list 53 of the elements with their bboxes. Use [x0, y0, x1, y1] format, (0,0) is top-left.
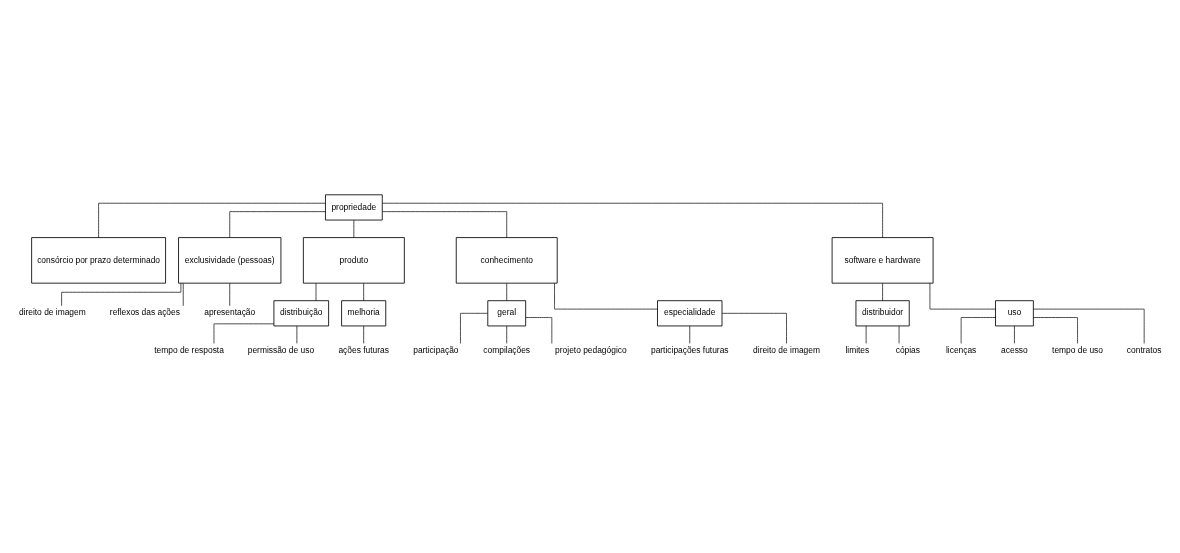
node-text: direito de imagem: [18, 307, 86, 318]
connector: [721, 312, 787, 344]
connector: [460, 312, 488, 344]
connector: [363, 325, 365, 344]
connector: [229, 211, 326, 238]
node-box: produto: [302, 237, 405, 284]
node-text: limites: [845, 345, 870, 356]
connector: [525, 317, 553, 344]
connector: [213, 323, 275, 344]
node-box: melhoria: [341, 300, 387, 327]
node-box: propriedade: [325, 194, 383, 221]
connector: [960, 317, 996, 344]
connector: [882, 283, 883, 301]
connector: [381, 202, 883, 238]
node-text: reflexos das ações: [109, 307, 180, 318]
node-text: apresentação: [204, 307, 256, 318]
node-text: tempo de resposta: [154, 345, 224, 356]
node-text: compilações: [483, 345, 531, 356]
node-text: tempo de uso: [1052, 345, 1104, 356]
connector: [182, 283, 184, 307]
node-text: participação: [413, 345, 459, 356]
connector: [353, 219, 355, 238]
node-box: exclusividade (pessoas): [178, 237, 282, 284]
connector: [229, 283, 231, 307]
node-box: consórcio por prazo determinado: [31, 237, 166, 284]
node-box: uso: [995, 300, 1034, 327]
connector: [98, 202, 326, 238]
connector: [929, 282, 996, 310]
node-text: cópias: [895, 345, 920, 356]
connector: [1033, 308, 1145, 344]
connector: [506, 325, 508, 344]
connector: [363, 283, 365, 301]
node-text: contratos: [1126, 345, 1162, 356]
connector: [382, 211, 508, 238]
connector: [689, 325, 691, 344]
node-box: software e hardware: [831, 237, 934, 284]
node-text: ações futuras: [338, 345, 389, 356]
node-box: especialidade: [657, 300, 723, 327]
node-box: distribuidor: [855, 300, 910, 327]
connector: [1033, 317, 1078, 344]
connector: [554, 282, 658, 310]
node-text: participações futuras: [650, 345, 729, 356]
node-box: conhecimento: [455, 237, 558, 284]
connector: [1014, 325, 1015, 344]
connector: [315, 283, 317, 301]
node-box: distribuição: [273, 300, 330, 327]
node-text: acesso: [1001, 345, 1028, 356]
node-text: direito de imagem: [753, 345, 820, 356]
node-text: permissão de uso: [247, 345, 315, 356]
connector: [506, 283, 508, 301]
node-text: projeto pedagógico: [555, 345, 627, 356]
node-box: geral: [487, 300, 527, 327]
node-text: licenças: [945, 345, 977, 356]
